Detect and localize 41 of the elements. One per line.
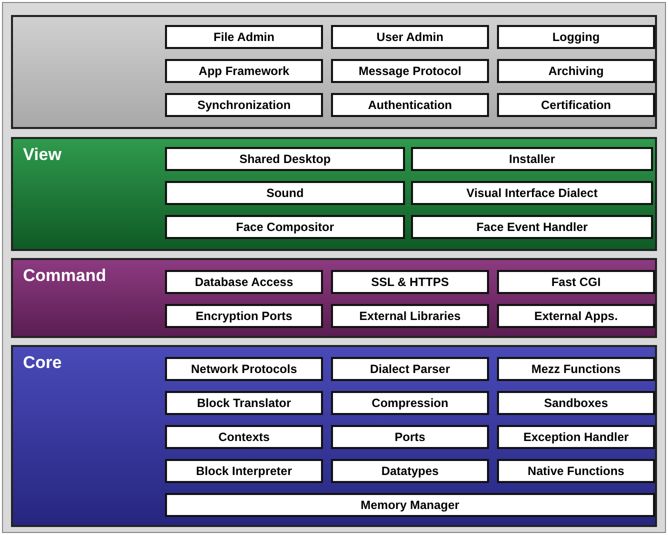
layer-title: View [23,145,62,165]
module-box: Datatypes [331,459,489,483]
module-box: Mezz Functions [497,357,655,381]
module-box: Shared Desktop [165,147,405,171]
module-box: Sound [165,181,405,205]
module-box: Sandboxes [497,391,655,415]
module-box: Memory Manager [165,493,655,517]
module-box: External Libraries [331,304,489,328]
module-box: App Framework [165,59,323,83]
module-box: Block Interpreter [165,459,323,483]
module-box: Logging [497,25,655,49]
module-box: Exception Handler [497,425,655,449]
module-box: Compression [331,391,489,415]
module-box: Fast CGI [497,270,655,294]
module-box: Synchronization [165,93,323,117]
layer-title: Core [23,353,62,373]
module-box: File Admin [165,25,323,49]
module-box: External Apps. [497,304,655,328]
module-box: Encryption Ports [165,304,323,328]
module-box: Network Protocols [165,357,323,381]
module-box: Archiving [497,59,655,83]
layer-panel [11,258,657,338]
module-box: Message Protocol [331,59,489,83]
module-box: User Admin [331,25,489,49]
module-box: Contexts [165,425,323,449]
module-box: Dialect Parser [331,357,489,381]
module-box: Ports [331,425,489,449]
layer-panel [11,345,657,527]
module-box: SSL & HTTPS [331,270,489,294]
module-box: Face Compositor [165,215,405,239]
module-box: Certification [497,93,655,117]
layer-panel [11,137,657,251]
layer-panel [11,15,657,129]
module-box: Face Event Handler [411,215,653,239]
module-box: Visual Interface Dialect [411,181,653,205]
module-box: Authentication [331,93,489,117]
module-box: Native Functions [497,459,655,483]
module-box: Block Translator [165,391,323,415]
layer-title: Command [23,266,106,286]
module-box: Database Access [165,270,323,294]
module-box: Installer [411,147,653,171]
